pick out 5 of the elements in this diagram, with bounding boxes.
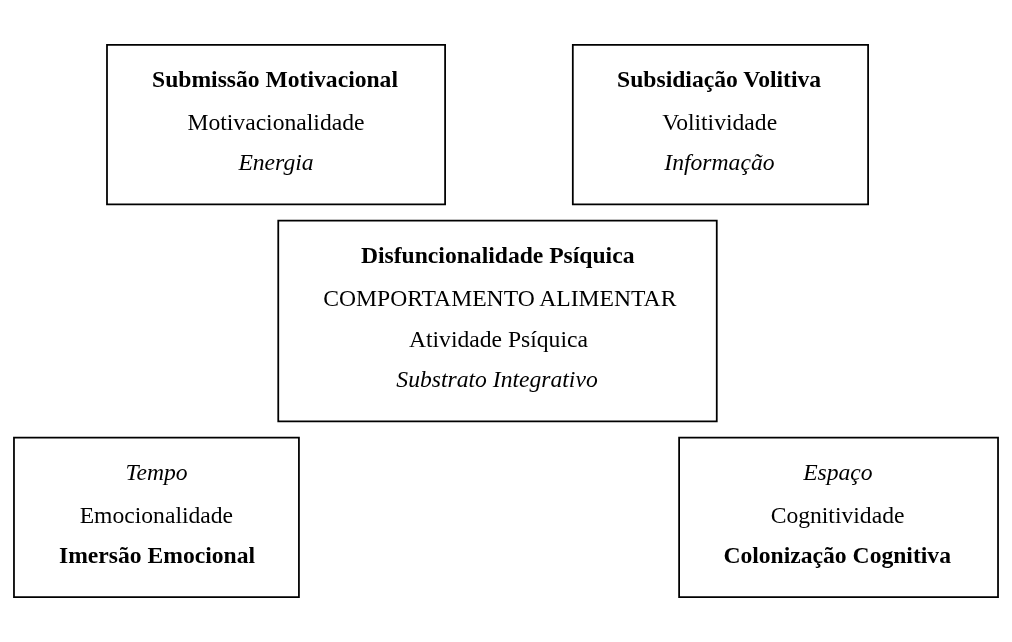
node-box: Submissão Motivacional Motivacionalidade Energia <box>106 44 446 206</box>
node-box: Disfuncionalidade Psíquica COMPORTAMENTO ALIMENTAR Atividade Psíquica Substrato Integrativo <box>277 219 718 423</box>
node-box: Subsidiação Volitiva Volitividade Informação <box>571 44 869 206</box>
node-box: Tempo Emocionalidade Imersão Emocional <box>13 436 300 598</box>
node-box: Espaço Cognitividade Colonização Cognitiva <box>678 436 999 598</box>
